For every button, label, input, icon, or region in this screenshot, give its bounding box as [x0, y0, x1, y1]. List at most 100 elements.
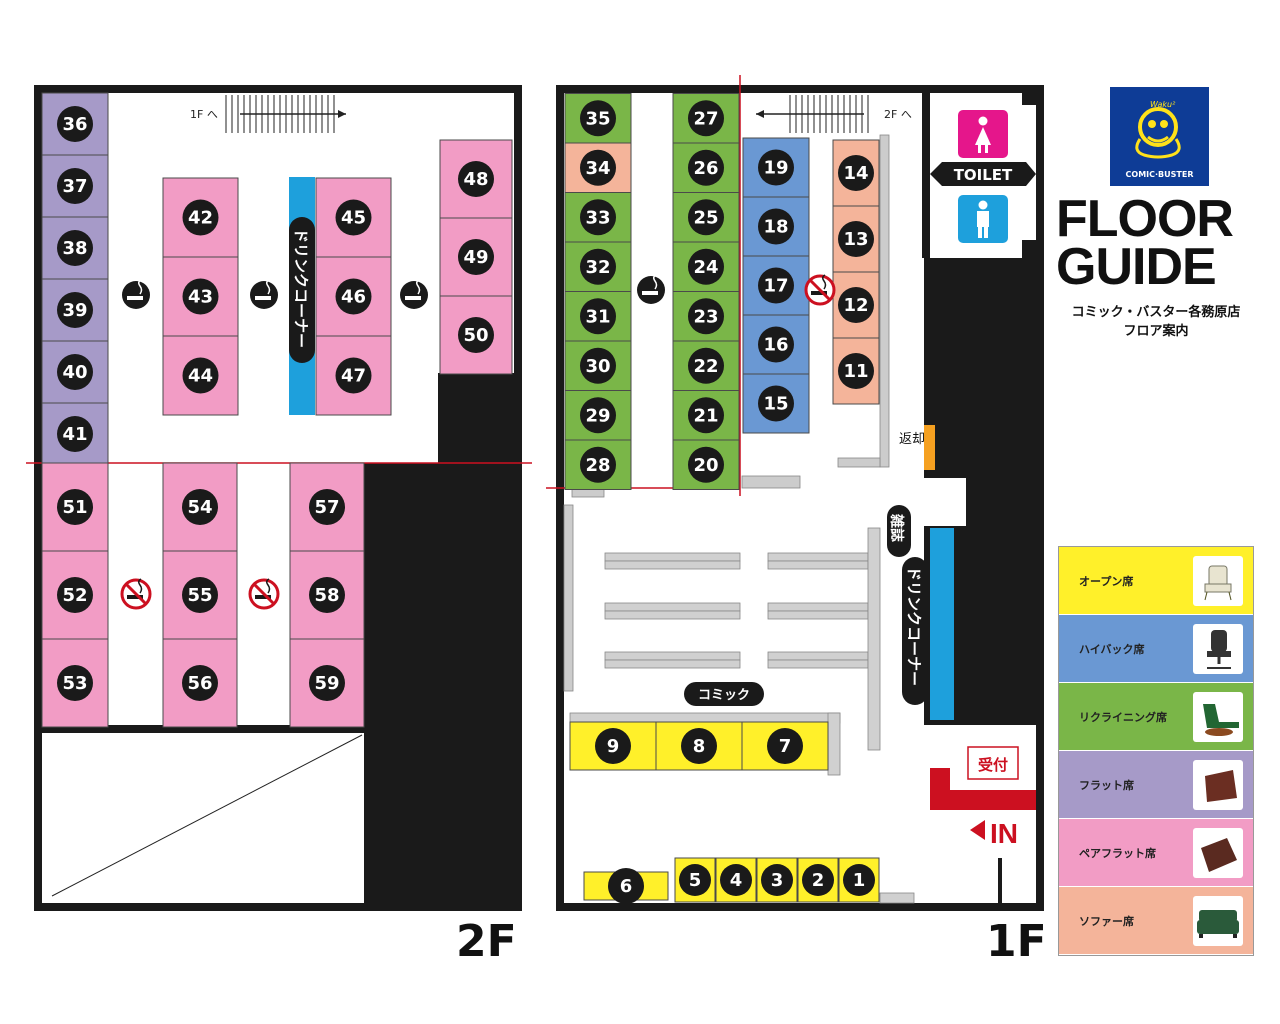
seat-53[interactable]: 53 — [41, 638, 109, 728]
seat-number-badge — [580, 446, 616, 483]
seat-7[interactable]: 7 — [741, 721, 829, 771]
seat-27[interactable]: 27 — [672, 93, 740, 144]
seat-number-badge — [688, 248, 724, 285]
seat-38[interactable]: 38 — [41, 216, 109, 280]
seat-34[interactable]: 34 — [564, 142, 632, 193]
seat-20[interactable]: 20 — [672, 439, 740, 490]
seat-46[interactable]: 46 — [315, 256, 392, 337]
seat-23[interactable]: 23 — [672, 291, 740, 342]
seat-44[interactable]: 44 — [162, 335, 239, 416]
seat-12[interactable]: 12 — [832, 271, 880, 339]
seat-number: 38 — [62, 238, 87, 259]
seat-29[interactable]: 29 — [564, 390, 632, 441]
no-smoking-icon — [804, 274, 836, 306]
seat-47[interactable]: 47 — [315, 335, 392, 416]
seat-number-badge — [758, 326, 794, 363]
seat-32[interactable]: 32 — [564, 241, 632, 292]
seat-56[interactable]: 56 — [162, 638, 238, 728]
seat-48[interactable]: 48 — [439, 139, 513, 219]
seat-number-badge — [309, 577, 345, 613]
reception-sign[interactable] — [967, 746, 1019, 780]
seat-36[interactable]: 36 — [41, 92, 109, 156]
seat-number-badge — [57, 106, 93, 142]
icon-layer — [120, 274, 836, 610]
seat-57[interactable]: 57 — [289, 462, 365, 552]
seat-8[interactable]: 8 — [655, 721, 743, 771]
seat-22[interactable]: 22 — [672, 340, 740, 391]
seat-number: 22 — [693, 356, 718, 377]
seat-51[interactable]: 51 — [41, 462, 109, 552]
seat-number: 23 — [693, 306, 718, 327]
seat-9[interactable]: 9 — [569, 721, 657, 771]
seat-number: 8 — [693, 736, 706, 757]
seat-number: 29 — [585, 405, 610, 426]
seat-number-badge — [758, 385, 794, 422]
seat-number-badge — [838, 353, 874, 389]
seat-11[interactable]: 11 — [832, 337, 880, 405]
smoking-icon — [122, 279, 150, 309]
seat-number: 43 — [188, 287, 213, 308]
seat-number-badge — [57, 489, 93, 525]
seat-25[interactable]: 25 — [672, 192, 740, 243]
seat-50[interactable]: 50 — [439, 295, 513, 375]
seat-number-badge — [608, 868, 644, 904]
seat-number-badge — [580, 347, 616, 384]
seat-2[interactable]: 2 — [797, 857, 839, 903]
seat-number-badge — [57, 577, 93, 613]
seat-number: 44 — [188, 366, 213, 387]
seat-number: 28 — [585, 455, 610, 476]
seat-42[interactable]: 42 — [162, 177, 239, 258]
seat-30[interactable]: 30 — [564, 340, 632, 391]
seat-26[interactable]: 26 — [672, 142, 740, 193]
seat-4[interactable]: 4 — [715, 857, 757, 903]
seat-18[interactable]: 18 — [742, 196, 810, 257]
return-box[interactable] — [924, 425, 935, 470]
seat-28[interactable]: 28 — [564, 439, 632, 490]
seat-number: 11 — [843, 361, 868, 382]
seat-40[interactable]: 40 — [41, 340, 109, 404]
seat-number: 12 — [843, 295, 868, 316]
seat-6[interactable]: 6 — [583, 868, 669, 904]
seat-49[interactable]: 49 — [439, 217, 513, 297]
seat-39[interactable]: 39 — [41, 278, 109, 342]
seat-14[interactable]: 14 — [832, 139, 880, 207]
seat-43[interactable]: 43 — [162, 256, 239, 337]
seat-17[interactable]: 17 — [742, 255, 810, 316]
seat-21[interactable]: 21 — [672, 390, 740, 441]
seat-33[interactable]: 33 — [564, 192, 632, 243]
legend-recline: リクライニング席 — [1059, 683, 1253, 751]
seat-number-badge — [458, 161, 494, 197]
seat-number-badge — [57, 168, 93, 204]
seat-number-badge — [182, 278, 219, 315]
seat-1[interactable]: 1 — [838, 857, 880, 903]
flat-mat-icon — [1193, 760, 1243, 810]
seat-58[interactable]: 58 — [289, 550, 365, 640]
seat-3[interactable]: 3 — [756, 857, 798, 903]
drink-corner-1f[interactable] — [930, 528, 954, 720]
seat-5[interactable]: 5 — [674, 857, 716, 903]
seat-45[interactable]: 45 — [315, 177, 392, 258]
seat-15[interactable]: 15 — [742, 373, 810, 434]
seat-16[interactable]: 16 — [742, 314, 810, 375]
legend-sofa: ソファー席 — [1059, 887, 1253, 954]
seat-37[interactable]: 37 — [41, 154, 109, 218]
seat-number-badge — [580, 248, 616, 285]
seat-55[interactable]: 55 — [162, 550, 238, 640]
legend-flat-label: フラット席 — [1079, 778, 1134, 792]
seat-number: 9 — [607, 736, 620, 757]
seat-13[interactable]: 13 — [832, 205, 880, 273]
seat-number-badge — [580, 199, 616, 236]
seat-number-badge — [580, 100, 616, 137]
seat-24[interactable]: 24 — [672, 241, 740, 292]
drink-corner-2f-label: ドリンクコーナー — [292, 228, 310, 348]
seat-54[interactable]: 54 — [162, 462, 238, 552]
to-1f-label: 1F へ — [190, 108, 218, 121]
seat-35[interactable]: 35 — [564, 93, 632, 144]
comic-tag — [684, 682, 764, 706]
seat-31[interactable]: 31 — [564, 291, 632, 342]
seat-59[interactable]: 59 — [289, 638, 365, 728]
seat-19[interactable]: 19 — [742, 137, 810, 198]
seat-52[interactable]: 52 — [41, 550, 109, 640]
seat-number: 21 — [693, 405, 718, 426]
seat-41[interactable]: 41 — [41, 402, 109, 466]
